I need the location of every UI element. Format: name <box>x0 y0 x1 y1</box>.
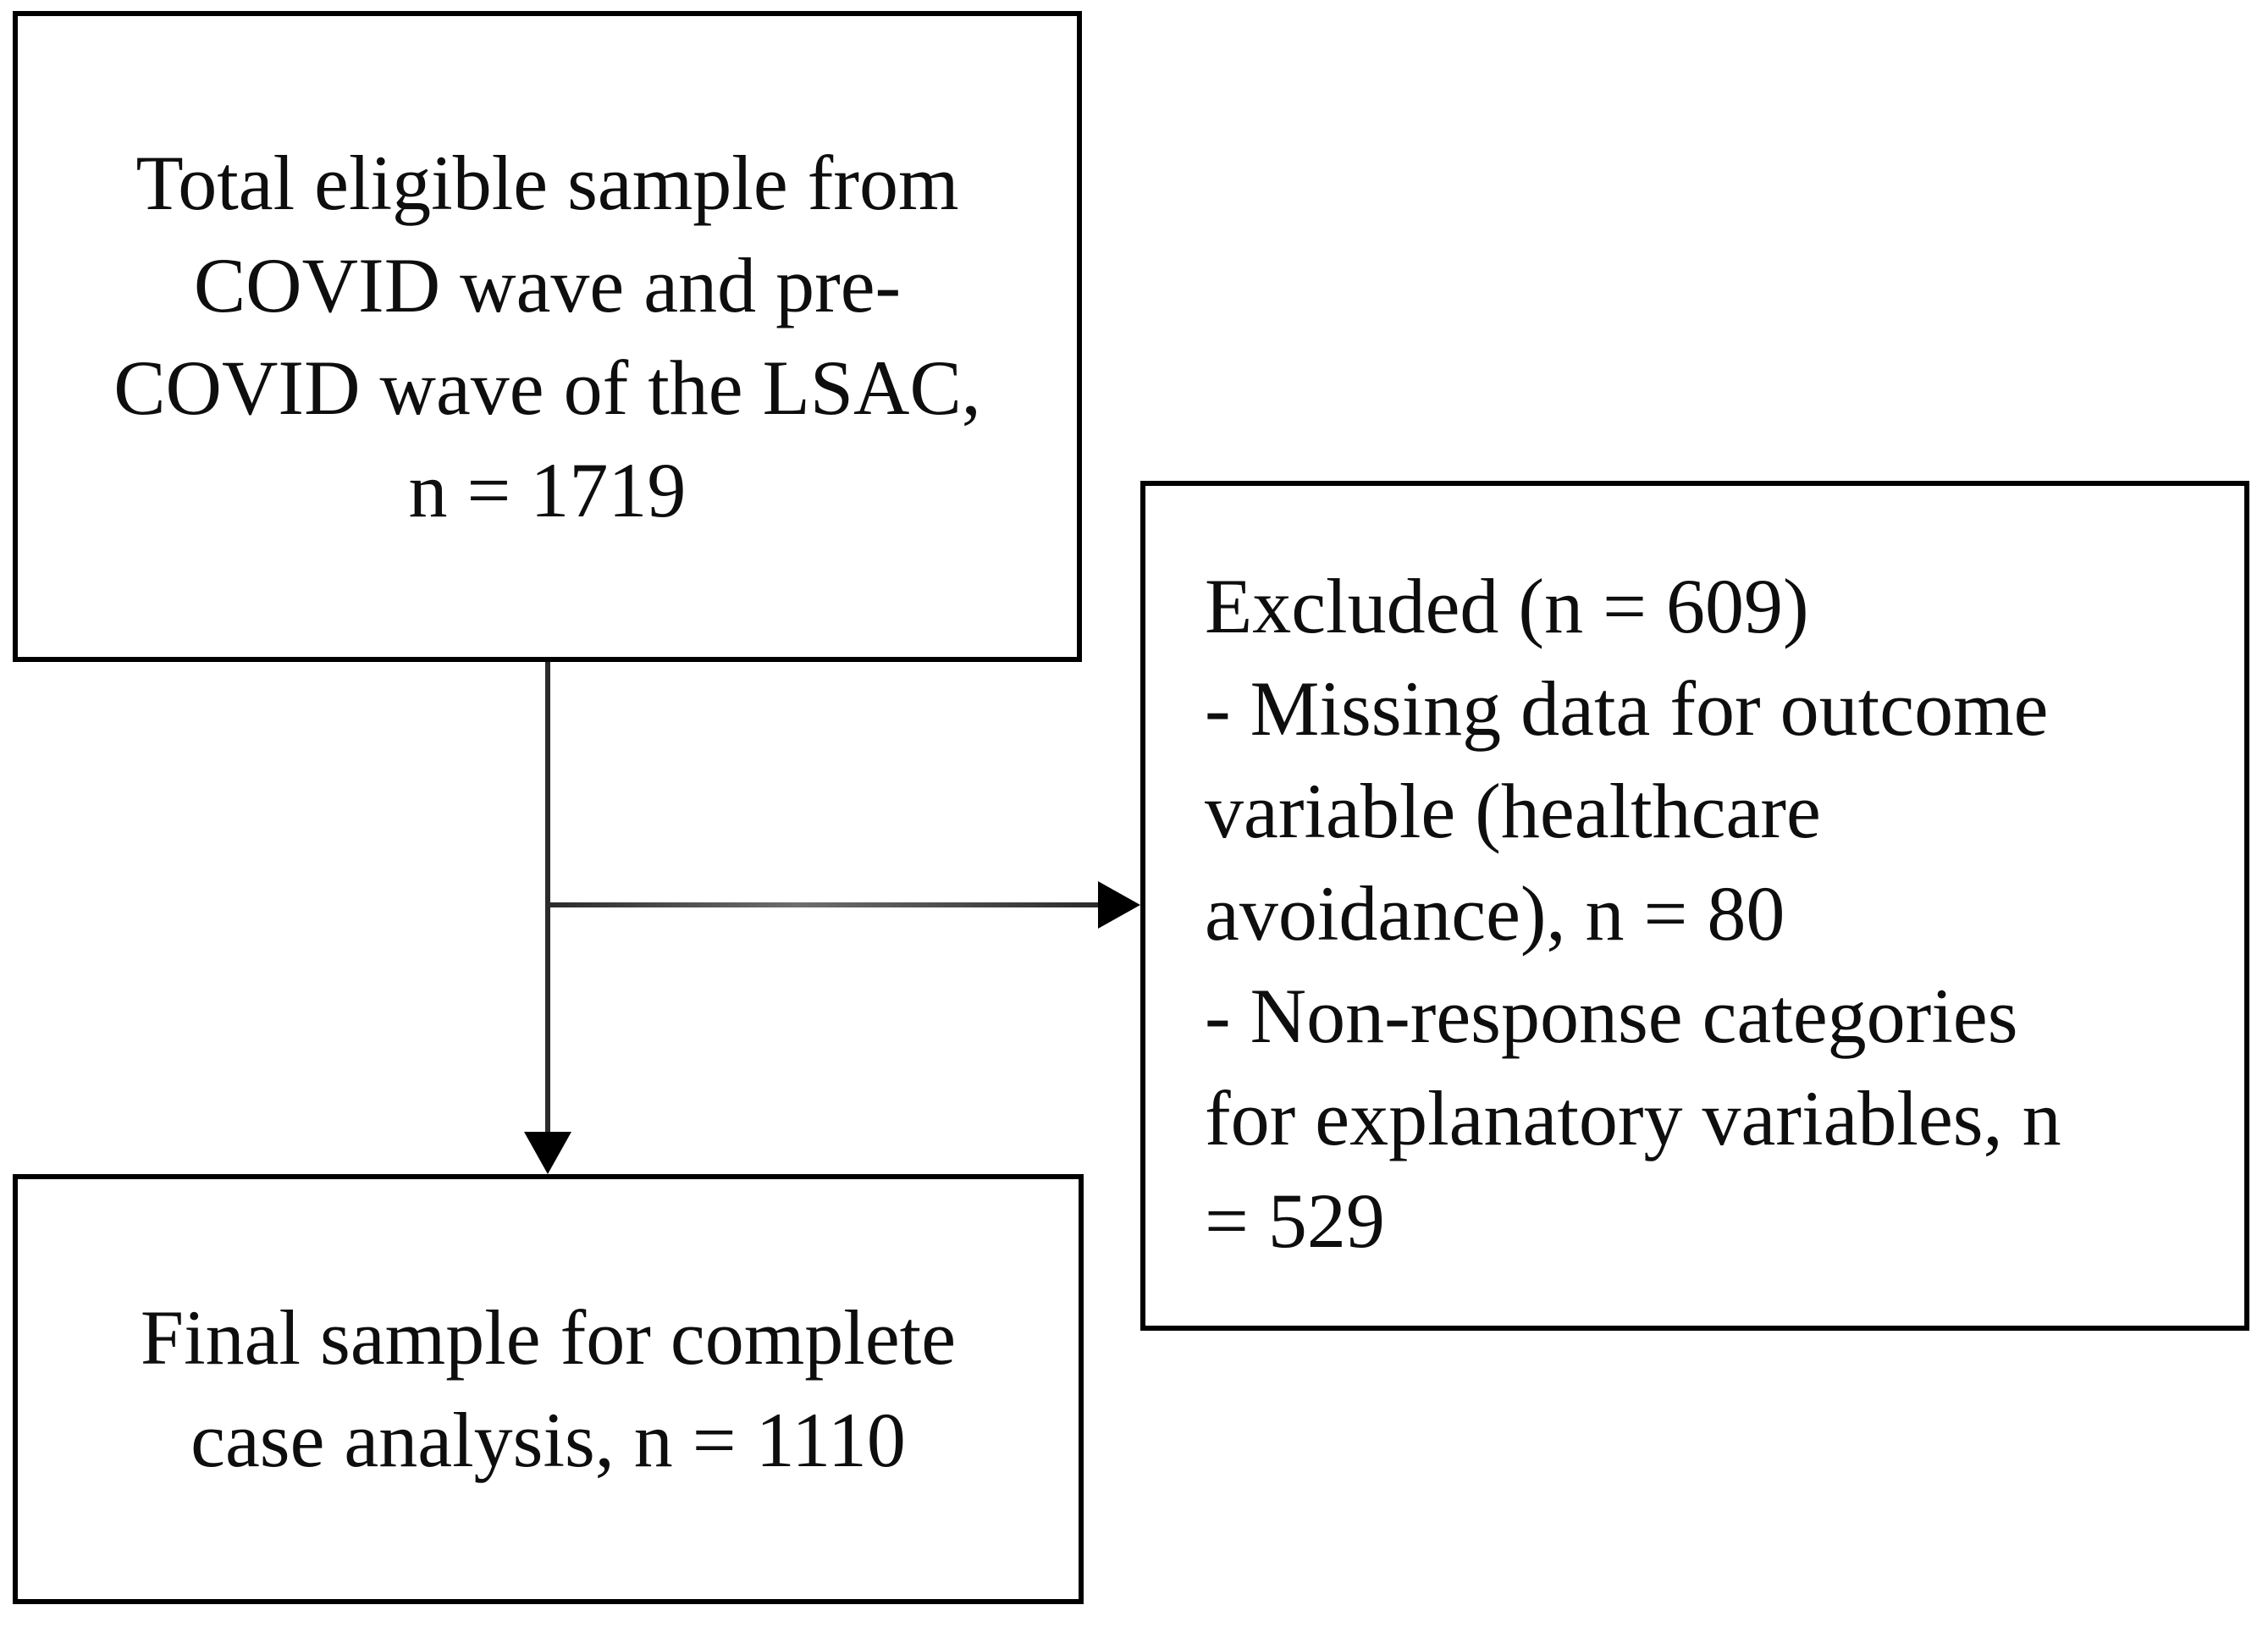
box-text-line: - Missing data for outcome <box>1205 665 2049 752</box>
box-text-line: avoidance), n = 80 <box>1205 869 1785 957</box>
box-text-line: for explanatory variables, n <box>1205 1074 2061 1161</box>
box-text-line: = 529 <box>1205 1177 1385 1264</box>
vertical-connector-line <box>545 662 550 1133</box>
box-text-line: - Non-response categories <box>1205 972 2018 1059</box>
box-text-line: COVID wave of the LSAC, <box>113 344 981 431</box>
box-text-line: case analysis, n = 1110 <box>190 1397 906 1483</box>
final-sample-box: Final sample for complete case analysis,… <box>13 1174 1084 1604</box>
right-arrowhead-icon <box>1098 881 1140 929</box>
box-text-line: Excluded (n = 609) <box>1205 562 1809 649</box>
box-text-line: variable (healthcare <box>1205 767 1821 854</box>
box-text-line: n = 1719 <box>408 446 687 533</box>
down-arrowhead-icon <box>524 1132 571 1174</box>
box-text-line: COVID wave and pre- <box>193 241 902 328</box>
box-text-line: Total eligible sample from <box>135 139 959 226</box>
excluded-box: Excluded (n = 609) - Missing data for ou… <box>1140 481 2249 1331</box>
box-text-line: Final sample for complete <box>140 1294 957 1381</box>
total-eligible-sample-box: Total eligible sample from COVID wave an… <box>13 11 1082 662</box>
horizontal-connector-line <box>548 902 1100 907</box>
